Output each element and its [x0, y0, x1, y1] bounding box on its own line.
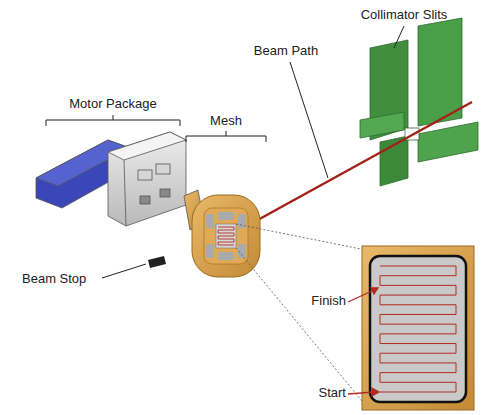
raster-path — [380, 266, 456, 392]
mesh-label: Mesh — [210, 114, 242, 128]
beam-path-label: Beam Path — [254, 44, 318, 58]
beam-stop — [148, 256, 166, 268]
motor-package — [36, 132, 204, 230]
leader-lines — [102, 26, 404, 278]
finish-label: Finish — [311, 294, 346, 308]
brackets — [46, 115, 266, 142]
collimator-slits — [360, 18, 478, 186]
collimator-label: Collimator Slits — [361, 8, 448, 22]
start-label: Start — [319, 386, 346, 400]
mesh-inset — [362, 246, 474, 410]
beam-stop-label: Beam Stop — [22, 272, 86, 286]
motor-package-label: Motor Package — [69, 97, 156, 111]
beam-line — [225, 102, 472, 238]
point-arrows — [348, 288, 379, 396]
projection-lines — [236, 224, 366, 406]
